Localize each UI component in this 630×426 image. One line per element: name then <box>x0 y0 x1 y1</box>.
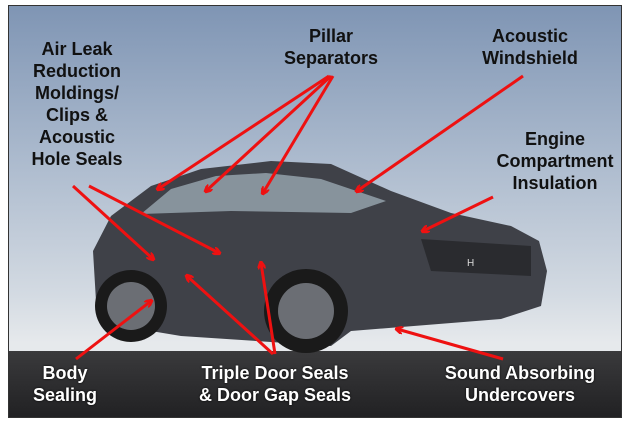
car-illustration: H <box>9 74 621 417</box>
label-air-leak: Air Leak Reduction Moldings/ Clips & Aco… <box>18 38 136 170</box>
annotated-car-image: H <box>8 5 622 418</box>
label-line: Acoustic <box>38 127 116 147</box>
label-line: Windshield <box>482 48 578 68</box>
arrow <box>187 276 275 356</box>
label-line: Pillar <box>308 26 354 46</box>
label-acoustic-windshield: Acoustic Windshield <box>470 25 590 69</box>
label-body-sealing: Body Sealing <box>20 362 110 406</box>
arrow <box>88 184 219 253</box>
arrows <box>71 74 524 361</box>
label-line: & Door Gap Seals <box>198 385 352 405</box>
label-line: Moldings/ <box>35 83 119 103</box>
car: H <box>93 161 547 353</box>
label-line: Insulation <box>512 173 598 193</box>
label-line: Undercovers <box>464 385 576 405</box>
label-door-seals: Triple Door Seals & Door Gap Seals <box>180 362 370 406</box>
label-line: Air Leak <box>41 39 113 59</box>
label-sound-absorbing-undercovers: Sound Absorbing Undercovers <box>425 362 615 406</box>
arrow <box>158 74 330 189</box>
honda-logo: H <box>467 258 474 269</box>
label-engine-insulation: Engine Compartment Insulation <box>490 128 620 194</box>
arrow <box>206 74 333 191</box>
arrow <box>71 184 153 259</box>
arrow <box>75 301 151 361</box>
label-line: Sound Absorbing <box>444 363 596 383</box>
label-line: Triple Door Seals <box>201 363 349 383</box>
label-line: Compartment <box>496 151 614 171</box>
label-line: Reduction <box>33 61 121 81</box>
label-line: Acoustic <box>491 26 569 46</box>
arrow <box>261 263 277 355</box>
label-line: Sealing <box>32 385 98 405</box>
arrow <box>397 329 504 361</box>
arrow <box>357 74 524 191</box>
label-line: Engine <box>524 129 585 149</box>
label-line: Body <box>42 363 88 383</box>
arrow <box>423 195 494 231</box>
label-line: Hole Seals <box>31 149 123 169</box>
label-line: Separators <box>283 48 379 68</box>
label-line: Clips & <box>45 105 108 125</box>
road <box>9 351 621 417</box>
arrow <box>263 75 335 193</box>
label-pillar-separators: Pillar Separators <box>276 25 386 69</box>
